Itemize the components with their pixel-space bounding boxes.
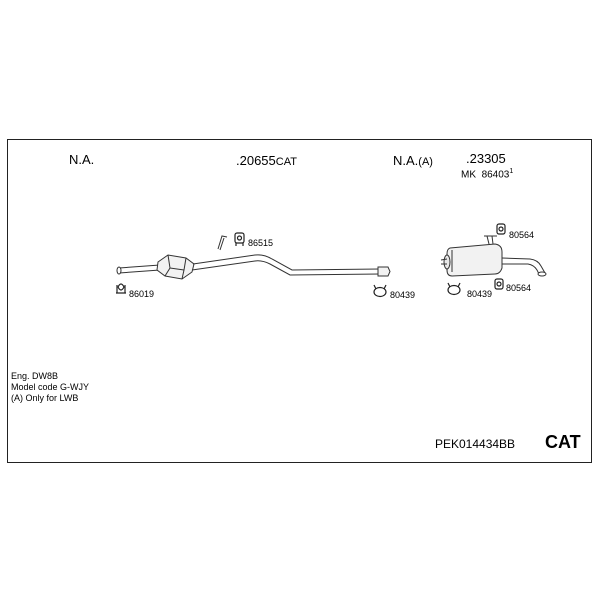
- callout-rear-hanger-bottom: 80564: [506, 283, 532, 293]
- callout-front-clamp: 86019: [129, 289, 155, 299]
- header-col2: .20655CAT: [236, 152, 297, 170]
- header-col4-part: .23305: [466, 151, 506, 166]
- note-model-code: Model code G-WJY: [11, 382, 90, 392]
- footer-type: CAT: [545, 432, 581, 452]
- front-pipe-with-catalyst: [116, 235, 391, 280]
- footer-code: PEK014434BB: [435, 437, 516, 451]
- notes-block: Eng. DW8B Model code G-WJY (A) Only for …: [11, 371, 89, 404]
- callout-front-hanger: 86515: [248, 238, 274, 248]
- note-lwb: (A) Only for LWB: [11, 393, 79, 403]
- header-col4-kit-prefix: MK: [461, 169, 476, 181]
- clamp-icon-80439-mid: [373, 284, 387, 298]
- header-col4-kit: MK 864031: [461, 168, 513, 180]
- header-col3: N.A.(A): [393, 152, 433, 170]
- header-col4-kit-sup: 1: [509, 168, 514, 175]
- hanger-icon-80564-bottom: [494, 278, 504, 290]
- header-col2-part: .20655: [236, 153, 276, 168]
- callout-rear-hanger-top: 80564: [509, 230, 535, 240]
- callout-mid-clamp: 80439: [390, 290, 416, 300]
- clamp-icon-80439-rear: [447, 282, 461, 296]
- callout-rear-clamp: 80439: [467, 289, 493, 299]
- clamp-icon-86019: [116, 283, 126, 294]
- header-col3-label: N.A.: [393, 153, 419, 168]
- rear-muffler: [440, 235, 547, 277]
- hanger-icon-80564-top: [496, 223, 506, 235]
- hanger-icon-86515: [234, 232, 245, 246]
- note-engine: Eng. DW8B: [11, 371, 59, 381]
- header-col2-suffix: CAT: [275, 156, 297, 168]
- header-col3-suffix: (A): [418, 156, 433, 168]
- diagram-frame: [7, 139, 592, 463]
- header-col4-kit-number: 86403: [481, 169, 510, 181]
- header-col1: N.A.: [69, 152, 95, 167]
